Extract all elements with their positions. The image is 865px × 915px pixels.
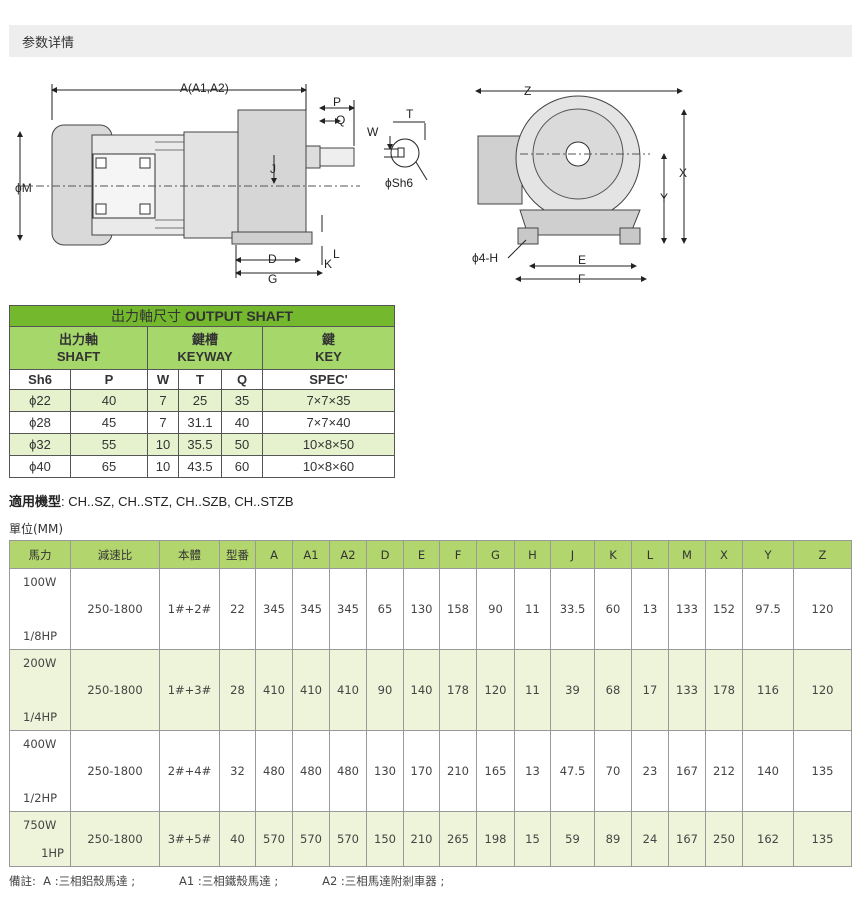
label-L: L xyxy=(333,247,340,261)
label-K: K xyxy=(324,257,332,271)
shaft-section xyxy=(384,121,428,181)
front-view xyxy=(477,95,650,245)
label-E: E xyxy=(578,253,586,267)
dimension-drawing: A(A1,A2) P Q J ϕM D K G L T W ϕSh6 Z X Y xyxy=(15,81,687,286)
label-P: P xyxy=(333,95,341,109)
label-F: F xyxy=(578,272,585,286)
label-G: G xyxy=(268,272,277,286)
side-view xyxy=(20,109,360,246)
label-Y: Y xyxy=(660,191,668,205)
col-w: W xyxy=(147,369,179,390)
label-X: X xyxy=(679,166,687,180)
col-sh6: Sh6 xyxy=(9,369,71,390)
applicable-models: 適用機型: CH..SZ, CH..STZ, CH..SZB, CH..STZB xyxy=(9,494,294,509)
section-header: 参数详情 xyxy=(9,25,852,57)
label-M: ϕM xyxy=(15,181,32,195)
label-Z: Z xyxy=(524,84,531,98)
footnote: 備註: A :三相鋁殼馬達 ; A1 :三相鐵殼馬達 ; A2 :三相馬達附剎車… xyxy=(9,874,445,888)
shaft-table-title: 出力軸尺寸 OUTPUT SHAFT xyxy=(9,305,395,327)
label-Sh6: ϕSh6 xyxy=(385,176,413,190)
label-T: T xyxy=(406,107,414,121)
col-t: T xyxy=(178,369,222,390)
col-q: Q xyxy=(221,369,263,390)
label-D: D xyxy=(268,252,277,266)
unit-label: 單位(MM) xyxy=(9,522,64,536)
section-title: 参数详情 xyxy=(22,36,75,51)
label-A: A(A1,A2) xyxy=(180,81,229,95)
label-W: W xyxy=(367,125,379,139)
col-spec: SPEC' xyxy=(262,369,395,390)
label-J: J xyxy=(270,162,276,176)
label-Q: Q xyxy=(336,113,345,127)
label-H: ϕ4-H xyxy=(472,251,498,265)
col-p: P xyxy=(70,369,148,390)
